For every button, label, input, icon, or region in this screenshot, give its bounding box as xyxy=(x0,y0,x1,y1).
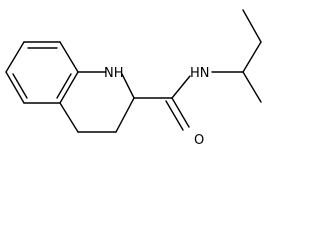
amide-group xyxy=(133,75,191,131)
bond-ar3 xyxy=(59,71,79,104)
amine-nh-label: NH xyxy=(104,66,124,81)
bond-ar2 xyxy=(59,41,79,73)
bond-ar-double-2 xyxy=(56,73,72,99)
bond-ch-ch3 xyxy=(242,71,262,103)
carbonyl-o-label: O xyxy=(194,133,204,148)
molecule-canvas: NH HN O xyxy=(5,9,262,148)
benzene-ring xyxy=(5,41,79,104)
bond-carbonyl-n xyxy=(171,75,191,99)
bond-carbonyl-o-2 xyxy=(165,100,184,131)
bond-ch2-ch3 xyxy=(242,9,262,43)
bond-c2-c3 xyxy=(115,97,135,133)
bond-carbonyl-o-1 xyxy=(171,97,190,128)
sec-butyl-group xyxy=(211,9,262,103)
bond-c4-c4a xyxy=(59,102,79,133)
bond-n1-c2 xyxy=(121,73,135,99)
saturated-ring xyxy=(59,71,135,133)
bond-ar-double-3 xyxy=(12,73,28,99)
amide-nh-label: HN xyxy=(190,66,210,81)
structure-diagram: NH HN O xyxy=(5,9,262,148)
bond-ar6 xyxy=(5,41,25,73)
bond-ch-ch2 xyxy=(242,41,262,73)
bond-ar5 xyxy=(5,71,25,104)
